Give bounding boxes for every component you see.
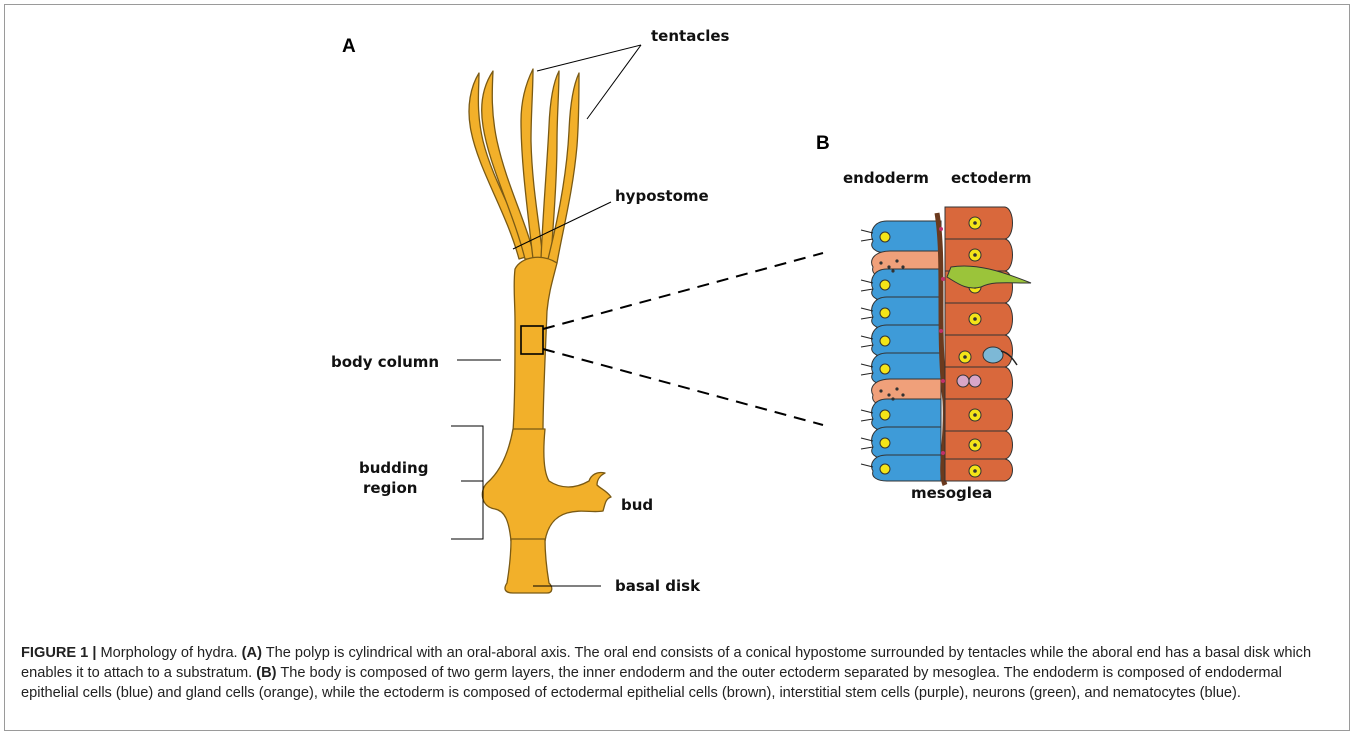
caption-separator: | — [88, 645, 100, 661]
figure: A tentacles hypostome body column buddin… — [4, 4, 1350, 731]
caption-figure-label: FIGURE 1 — [21, 645, 88, 661]
label-tentacles: tentacles — [651, 27, 730, 45]
zoom-line-upper — [543, 253, 823, 329]
panel-a-letter: A — [342, 36, 356, 57]
figure-caption: FIGURE 1 | Morphology of hydra. (A) The … — [21, 643, 1339, 703]
label-mesoglea: mesoglea — [911, 484, 992, 502]
label-hypostome: hypostome — [615, 187, 709, 205]
zoom-line-lower — [543, 349, 823, 425]
caption-panel-a-ref: (A) — [242, 645, 262, 661]
hypostome-and-column — [513, 257, 557, 431]
label-basal-disk: basal disk — [615, 577, 701, 595]
label-endoderm: endoderm — [843, 169, 929, 187]
label-body-column: body column — [331, 353, 439, 371]
label-ectoderm: ectoderm — [951, 169, 1031, 187]
label-budding-region-line2: region — [363, 479, 417, 497]
lower-column — [505, 539, 552, 593]
label-bud: bud — [621, 496, 653, 514]
caption-panel-b-ref: (B) — [256, 665, 276, 681]
budding-region — [482, 429, 611, 541]
panel-b-letter: B — [816, 133, 830, 154]
hydra-figure-graphic: A tentacles hypostome body column buddin… — [5, 5, 1351, 732]
caption-title: Morphology of hydra. — [101, 645, 242, 661]
label-budding-region-line1: budding — [359, 459, 428, 477]
hydra-polyp — [469, 69, 611, 593]
